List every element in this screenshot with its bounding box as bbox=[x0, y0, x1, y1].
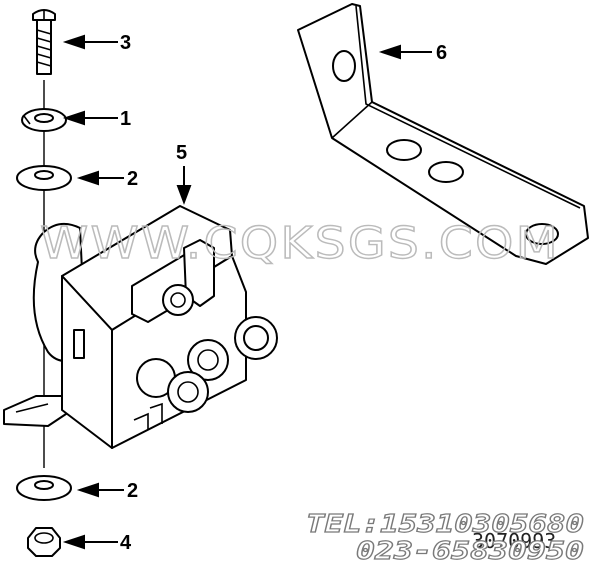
callout-arrows bbox=[62, 34, 432, 550]
switch-assembly-part-5 bbox=[3, 205, 278, 449]
callout-label-4: 4 bbox=[120, 532, 132, 554]
screw-part-3 bbox=[32, 9, 56, 75]
flat-washer-part-2-bottom bbox=[16, 475, 72, 501]
callout-label-2-top: 2 bbox=[127, 168, 138, 190]
phone-watermark: 023-65830950 bbox=[356, 536, 584, 565]
drawing-code: 3070993 bbox=[472, 529, 556, 553]
telephone-watermark: TEL:15310305680 bbox=[306, 509, 584, 538]
callout-label-6: 6 bbox=[436, 42, 447, 64]
hex-nut-part-4 bbox=[27, 527, 61, 557]
callout-label-2-bottom: 2 bbox=[127, 480, 138, 502]
callout-label-5: 5 bbox=[176, 142, 187, 164]
bracket-part-6 bbox=[297, 3, 589, 265]
flat-washer-part-2-top bbox=[16, 165, 72, 191]
lock-washer-part-1 bbox=[21, 108, 67, 132]
website-watermark: WWW.CQKSGS.COM bbox=[40, 218, 560, 269]
callout-label-3: 3 bbox=[120, 32, 131, 54]
callout-label-1: 1 bbox=[120, 108, 131, 130]
